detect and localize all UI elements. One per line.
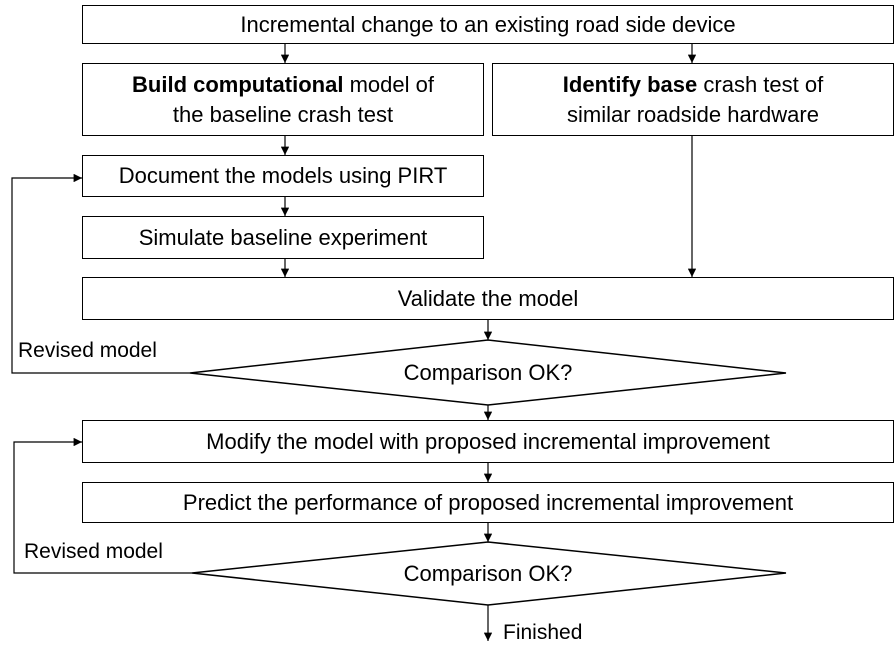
- document-models-box: Document the models using PIRT: [82, 155, 484, 197]
- decision-1-shape: [189, 339, 787, 406]
- start-text: Incremental change to an existing road s…: [240, 11, 736, 37]
- validate-model-text: Validate the model: [397, 285, 579, 311]
- identify-base-line2: similar roadside hardware: [567, 101, 819, 127]
- arrow-revised-loop-1: [11, 173, 190, 374]
- build-model-rest: model of: [343, 71, 434, 97]
- decision-2-text: Comparison OK?: [403, 561, 573, 586]
- decision-2-shape: [191, 541, 787, 606]
- simulate-baseline-box: Simulate baseline experiment: [82, 216, 484, 259]
- identify-base-line1: Identify base crash test of: [563, 70, 823, 100]
- identify-base-box: Identify base crash test of similar road…: [492, 63, 894, 136]
- identify-base-bold: Identify base: [562, 71, 698, 97]
- modify-model-text: Modify the model with proposed increment…: [206, 428, 770, 454]
- document-models-text: Document the models using PIRT: [118, 163, 448, 188]
- build-model-line2: the baseline crash test: [172, 101, 394, 127]
- start-box: Incremental change to an existing road s…: [82, 5, 894, 44]
- finished-label: Finished: [503, 621, 583, 644]
- validate-model-box: Validate the model: [82, 277, 894, 320]
- build-model-box: Build computational model of the baselin…: [82, 63, 484, 136]
- simulate-baseline-text: Simulate baseline experiment: [138, 224, 428, 250]
- arrow-revised-loop-2: [13, 437, 192, 574]
- decision-1-text: Comparison OK?: [403, 360, 573, 385]
- build-model-line1: Build computational model of: [132, 70, 434, 100]
- predict-performance-box: Predict the performance of proposed incr…: [82, 482, 894, 523]
- identify-base-rest: crash test of: [697, 71, 824, 97]
- build-model-bold: Build computational: [132, 71, 344, 97]
- revised-model-label-1: Revised model: [18, 339, 157, 362]
- revised-model-label-2: Revised model: [24, 540, 163, 563]
- predict-performance-text: Predict the performance of proposed incr…: [182, 489, 794, 515]
- modify-model-box: Modify the model with proposed increment…: [82, 420, 894, 463]
